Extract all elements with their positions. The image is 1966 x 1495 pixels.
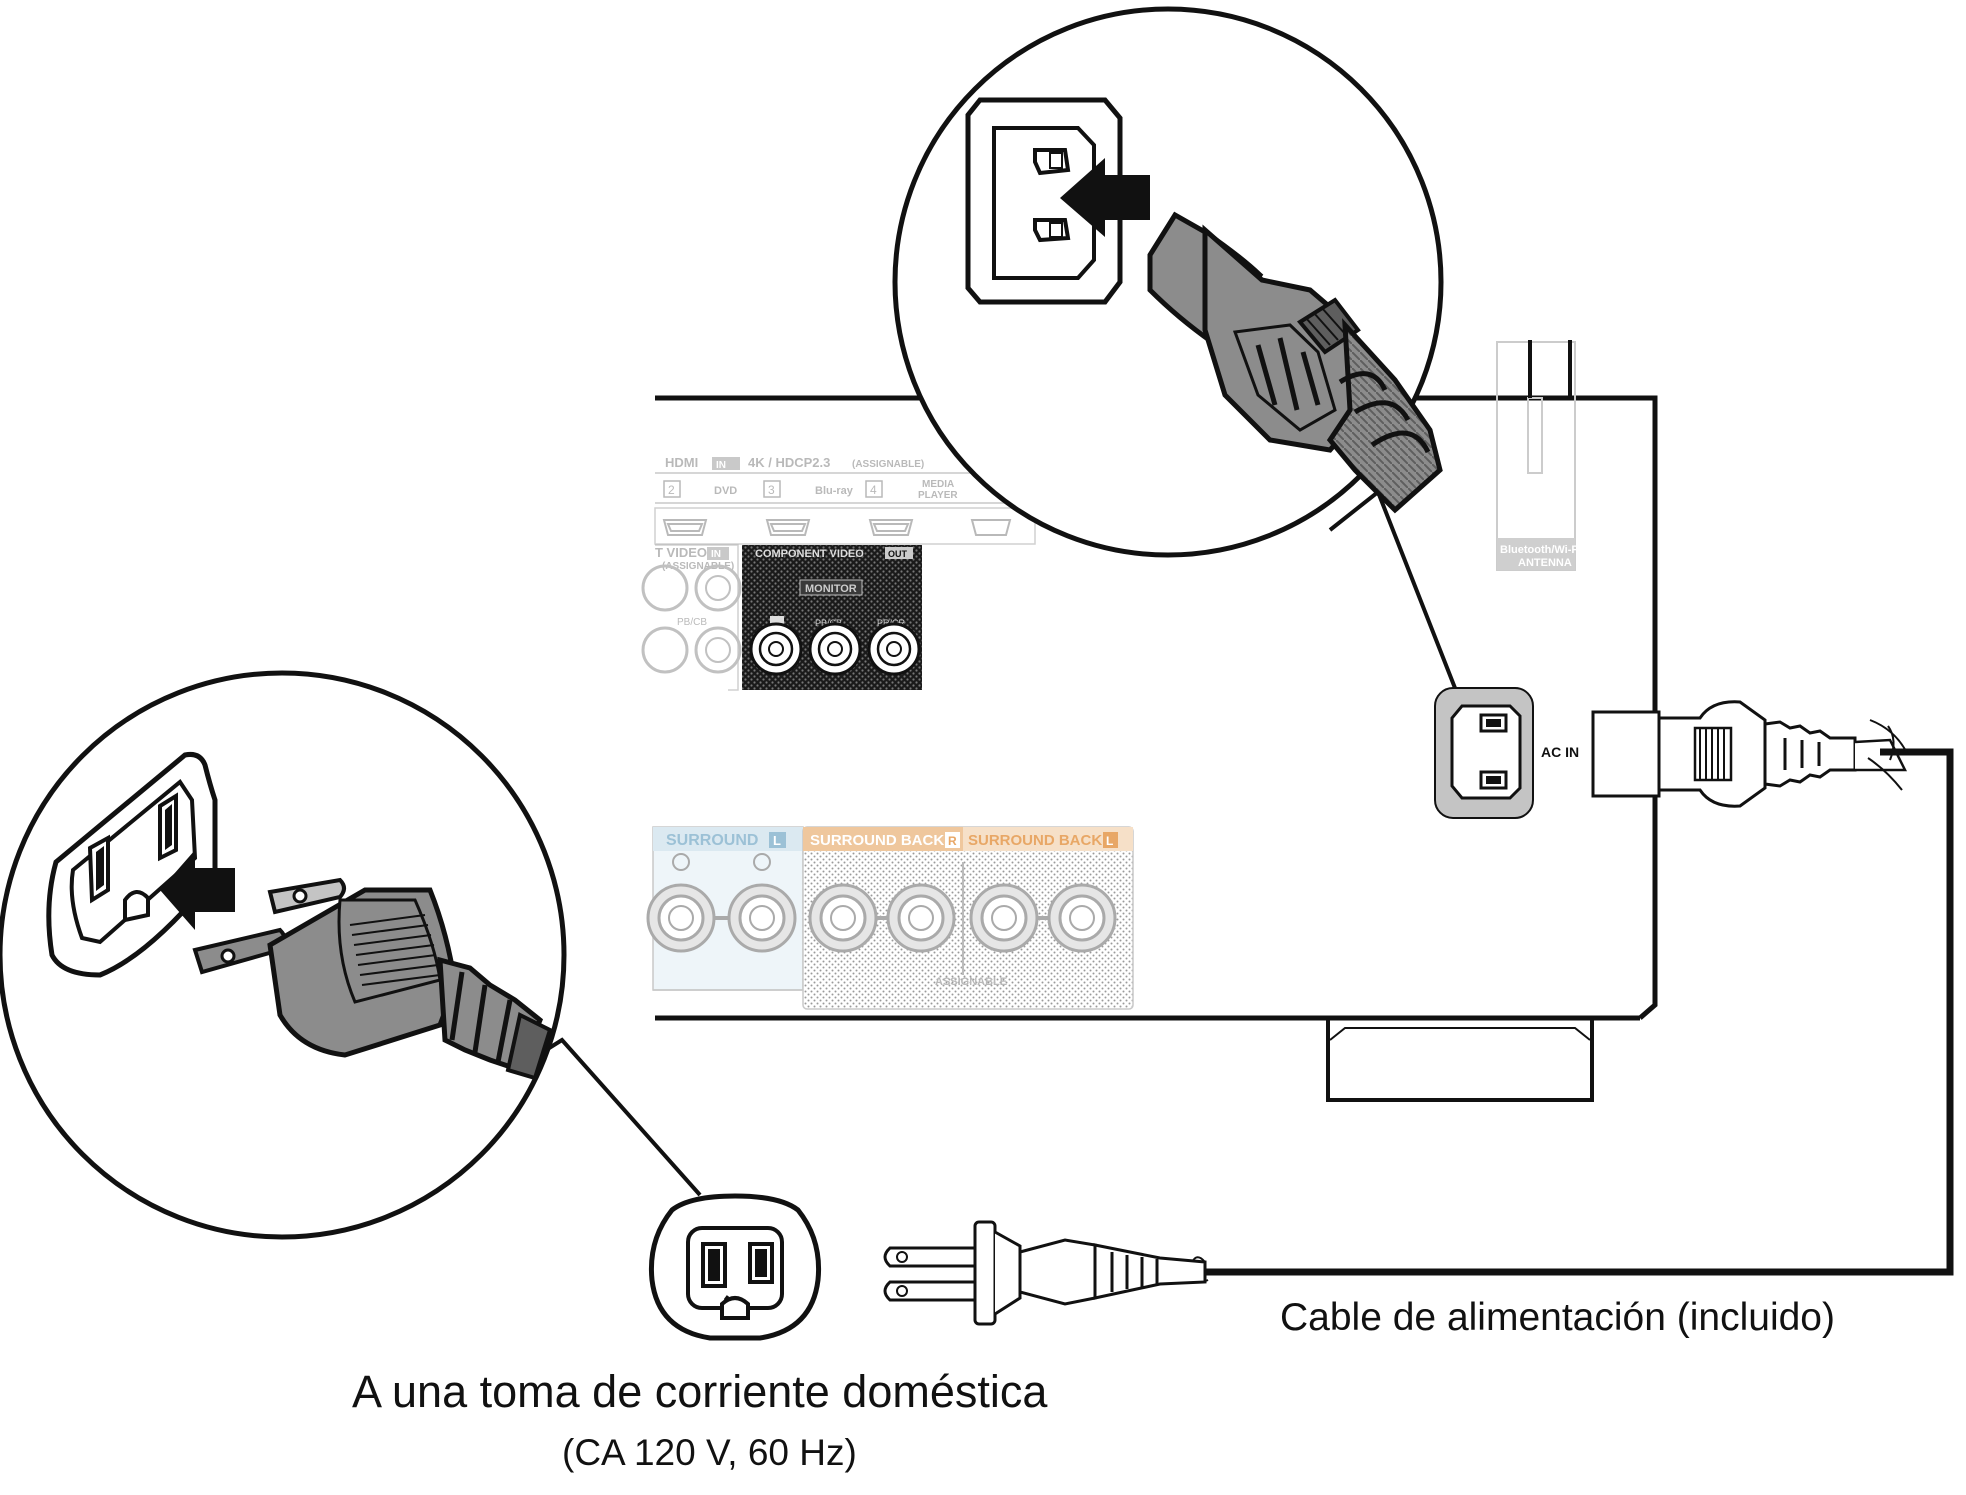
speaker-terminal-sbl-plus <box>969 883 1039 953</box>
insert-arrow-icon-outlet <box>160 850 235 930</box>
hdmi-port-1 <box>662 519 708 536</box>
outlet-caption: A una toma de corriente doméstica <box>352 1366 1048 1417</box>
speaker-terminal-surround-minus <box>727 883 797 953</box>
pb-cb-left-label: PB/CB <box>677 617 707 628</box>
hdmi-input-3-number: 3 <box>768 483 775 497</box>
component-out-badge: OUT <box>888 549 908 559</box>
hdmi-input-media-label-2: PLAYER <box>918 490 958 501</box>
nema-plug-zoomed <box>192 877 553 1081</box>
monitor-label: MONITOR <box>805 583 857 595</box>
hdmi-input-bluray-label: Blu-ray <box>815 485 854 497</box>
assignable-bottom-label: ASSIGNABLE <box>935 976 1007 988</box>
hdmi-input-2-number: 2 <box>668 483 675 497</box>
hdmi-input-dvd-label: DVD <box>714 485 737 497</box>
speaker-terminal-surround-plus <box>646 883 716 953</box>
hdmi-assignable-label: (ASSIGNABLE) <box>852 459 924 470</box>
surround-back-r-badge: R <box>948 834 957 848</box>
hdcp-label: 4K / HDCP2.3 <box>748 455 830 470</box>
video-input-section: T VIDEO IN (ASSIGNABLE) PB/CB <box>641 544 742 691</box>
wall-outlet-small <box>648 1193 822 1341</box>
bt-antenna-label-2: ANTENNA <box>1518 557 1572 569</box>
nema-plug-small <box>883 1220 1207 1326</box>
hdmi-in-badge: IN <box>716 460 726 471</box>
hdmi-port-4 <box>970 519 1012 536</box>
video-in-label: T VIDEO <box>655 545 707 560</box>
ac-in-socket: AC IN <box>1434 687 1579 819</box>
hdmi-input-section: HDMI IN 4K / HDCP2.3 (ASSIGNABLE) 2 DVD … <box>654 455 1036 545</box>
power-cable-caption: Cable de alimentación (incluido) <box>1280 1296 1835 1339</box>
ac-in-label: AC IN <box>1541 744 1579 760</box>
surround-label: SURROUND <box>666 832 758 849</box>
hdmi-port-3 <box>868 519 914 536</box>
hdmi-port-2 <box>765 519 811 536</box>
component-video-out-section: COMPONENT VIDEO OUT MONITOR PB/CB PR/CR <box>742 545 922 690</box>
insert-arrow-icon <box>1060 158 1150 237</box>
video-in-badge: IN <box>711 549 721 560</box>
hdmi-input-media-label-1: MEDIA <box>922 479 954 490</box>
component-jack-y <box>749 622 803 676</box>
iec-plug-zoomed <box>1147 211 1443 514</box>
surround-back-l-badge: L <box>1106 834 1113 848</box>
surround-badge: L <box>773 833 781 848</box>
bluetooth-wifi-antenna: Bluetooth/Wi-Fi ANTENNA <box>1496 340 1581 571</box>
hdmi-label: HDMI <box>665 455 698 470</box>
hdmi-input-4-number: 4 <box>870 483 877 497</box>
power-cord <box>883 700 1954 1326</box>
speaker-terminal-sbl-minus <box>1047 883 1117 953</box>
zoom-callout-ac-in <box>892 6 1457 689</box>
component-video-label: COMPONENT VIDEO <box>755 548 864 560</box>
outlet-spec-caption: (CA 120 V, 60 Hz) <box>562 1432 857 1473</box>
surround-back-l-label: SURROUND BACK <box>968 832 1102 849</box>
surround-back-r-label: SURROUND BACK <box>810 832 944 849</box>
bt-antenna-label-1: Bluetooth/Wi-Fi <box>1500 544 1581 556</box>
speaker-terminals-section: SURROUND L SURROUND BACK R SURROUND BACK… <box>646 826 1134 1010</box>
component-jack-pb <box>808 622 862 676</box>
speaker-terminal-sbr-plus <box>808 883 878 953</box>
component-jack-pr <box>867 622 921 676</box>
pb-cb-label: PB/CB <box>815 618 842 628</box>
zoom-callout-outlet <box>0 670 702 1240</box>
video-in-assignable-label: (ASSIGNABLE) <box>662 561 734 572</box>
speaker-terminal-sbr-minus <box>886 883 956 953</box>
